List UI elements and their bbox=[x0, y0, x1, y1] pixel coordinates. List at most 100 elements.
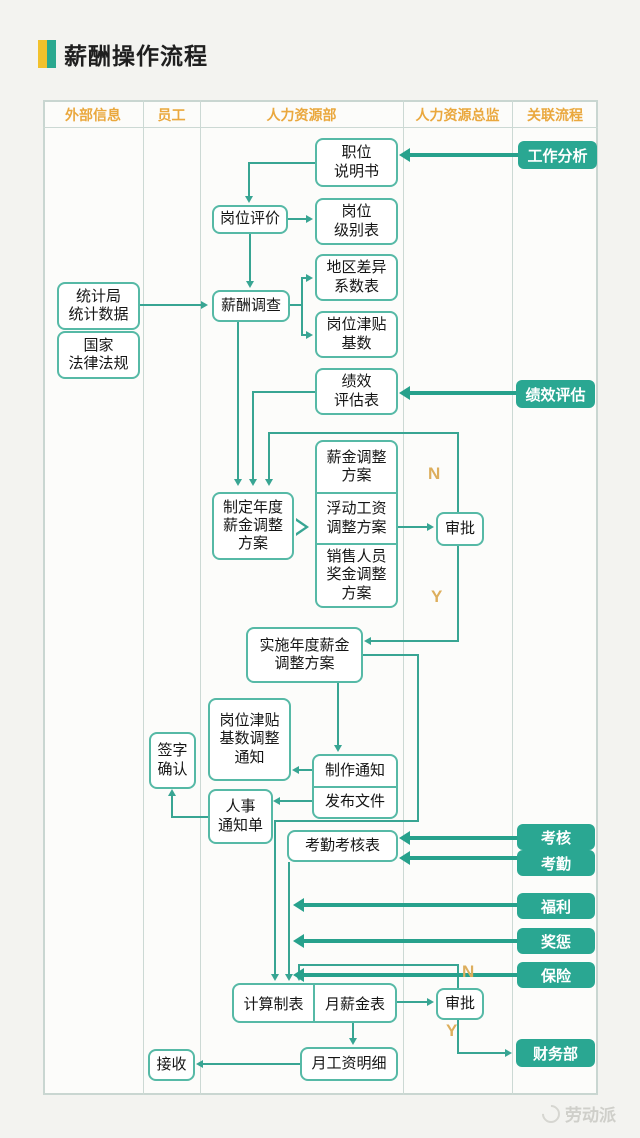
node-approval-bottom: 审批 bbox=[436, 988, 484, 1020]
connector bbox=[398, 526, 428, 528]
node-annual-adjust-plan: 制定年度 薪金调整 方案 bbox=[212, 492, 294, 560]
hollow-arrow-inner bbox=[296, 521, 305, 533]
node-floating-wage-plan: 浮动工资 调整方案 bbox=[317, 492, 396, 543]
node-monthly-salary-table: 月薪金表 bbox=[313, 985, 395, 1021]
arrowhead bbox=[265, 479, 273, 486]
arrowhead bbox=[306, 274, 313, 282]
connector bbox=[301, 334, 308, 336]
arrowhead bbox=[201, 301, 208, 309]
tag-welfare: 福利 bbox=[517, 893, 595, 919]
connector-approval-no bbox=[457, 433, 459, 512]
column-header-hr-dept: 人力资源部 bbox=[266, 107, 337, 123]
node-national-laws: 国家 法律法规 bbox=[57, 331, 140, 379]
node-position-allowance-base: 岗位津贴 基数 bbox=[315, 311, 398, 358]
connector bbox=[252, 391, 254, 481]
connector bbox=[297, 769, 312, 771]
label-no: N bbox=[428, 464, 441, 483]
connector-performance-evaluation bbox=[410, 391, 516, 395]
connector-welfare bbox=[304, 903, 517, 907]
node-sign-confirm: 签字 确认 bbox=[149, 732, 196, 789]
connector-approval-yes bbox=[457, 1020, 459, 1054]
connector-attendance bbox=[410, 856, 517, 860]
node-stats-bureau-data: 统计局 统计数据 bbox=[57, 282, 140, 330]
column-header-external-info: 外部信息 bbox=[65, 107, 121, 123]
connector bbox=[253, 391, 315, 393]
node-receive: 接收 bbox=[148, 1049, 195, 1081]
lane-divider bbox=[143, 100, 144, 1095]
tag-finance-dept: 财务部 bbox=[516, 1039, 595, 1067]
connector bbox=[237, 322, 239, 481]
arrowhead bbox=[427, 523, 434, 531]
tag-assessment: 考核 bbox=[517, 824, 595, 850]
arrowhead bbox=[399, 148, 410, 162]
arrowhead bbox=[285, 974, 293, 981]
arrowhead bbox=[364, 637, 371, 645]
node-approval-top: 审批 bbox=[436, 512, 484, 546]
connector bbox=[249, 233, 251, 282]
connector bbox=[248, 162, 250, 196]
node-make-notice: 制作通知 bbox=[324, 761, 385, 779]
connector bbox=[274, 820, 419, 822]
label-no: N bbox=[462, 962, 475, 981]
node-position-level-table: 岗位 级别表 bbox=[315, 198, 398, 245]
arrowhead bbox=[168, 789, 176, 796]
connector-reward-punishment bbox=[304, 939, 517, 943]
label-yes: Y bbox=[431, 587, 443, 606]
arrowhead bbox=[293, 968, 304, 982]
node-sales-bonus-plan: 销售人员 奖金调整 方案 bbox=[317, 543, 396, 606]
connector bbox=[274, 820, 276, 975]
node-personnel-notice: 人事 通知单 bbox=[208, 789, 273, 844]
column-header-related-process: 关联流程 bbox=[527, 107, 583, 123]
arrowhead bbox=[293, 898, 304, 912]
connector bbox=[201, 1063, 300, 1065]
connector bbox=[337, 683, 339, 746]
connector bbox=[249, 162, 315, 164]
node-position-evaluation: 岗位评价 bbox=[212, 205, 288, 234]
connector bbox=[301, 277, 308, 279]
node-salary-survey: 薪酬调查 bbox=[212, 290, 290, 322]
connector bbox=[288, 862, 290, 975]
watermark-text: 劳动派 bbox=[565, 1106, 616, 1125]
node-implement-plan: 实施年度薪金 调整方案 bbox=[246, 627, 363, 683]
node-calculate-tabulate: 计算制表 bbox=[243, 995, 304, 1013]
node-regional-coefficient-table: 地区差异 系数表 bbox=[315, 254, 398, 301]
arrowhead bbox=[245, 196, 253, 203]
connector bbox=[171, 794, 173, 817]
node-notice-group: 制作通知 发布文件 bbox=[312, 754, 398, 819]
connector-approval-yes bbox=[370, 640, 459, 642]
connector-approval-no bbox=[298, 964, 459, 966]
tag-job-analysis: 工作分析 bbox=[518, 141, 597, 169]
title-marker-icon bbox=[38, 40, 56, 68]
arrowhead bbox=[505, 1049, 512, 1057]
connector bbox=[278, 800, 312, 802]
arrowhead bbox=[306, 215, 313, 223]
connector bbox=[171, 816, 208, 818]
node-salary-adjustment-plan: 薪金调整 方案 bbox=[326, 448, 387, 484]
arrowhead bbox=[399, 386, 410, 400]
connector bbox=[363, 654, 419, 656]
label-yes: Y bbox=[446, 1021, 458, 1040]
connector-approval-no bbox=[268, 432, 459, 434]
arrowhead bbox=[349, 1038, 357, 1045]
laodongpai-logo-icon bbox=[538, 1100, 564, 1127]
arrowhead bbox=[399, 851, 410, 865]
arrowhead bbox=[196, 1060, 203, 1068]
connector-approval-no bbox=[268, 432, 270, 481]
node-job-description: 职位 说明书 bbox=[315, 138, 398, 187]
arrowhead bbox=[273, 797, 280, 805]
node-monthly-wage-detail: 月工资明细 bbox=[300, 1047, 398, 1081]
connector bbox=[140, 304, 203, 306]
page-title: 薪酬操作流程 bbox=[64, 43, 208, 69]
node-tabulate-group: 计算制表 月薪金表 bbox=[232, 983, 397, 1023]
tag-insurance: 保险 bbox=[517, 962, 595, 988]
connector bbox=[301, 277, 303, 336]
node-plan-documents-group: 薪金调整 方案 浮动工资 调整方案 销售人员 奖金调整 方案 bbox=[315, 440, 398, 608]
connector bbox=[397, 1001, 428, 1003]
connector bbox=[417, 654, 419, 822]
arrowhead bbox=[427, 998, 434, 1006]
arrowhead bbox=[234, 479, 242, 486]
arrowhead bbox=[246, 281, 254, 288]
node-performance-evaluation-table: 绩效 评估表 bbox=[315, 368, 398, 415]
tag-attendance: 考勤 bbox=[517, 850, 595, 876]
